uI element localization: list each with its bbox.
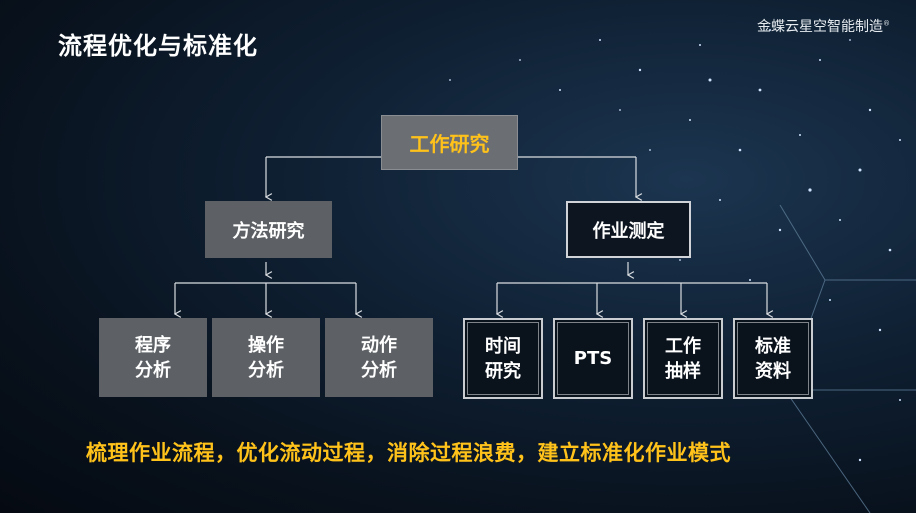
node-line-2: 分析 bbox=[135, 359, 171, 381]
node-motion-analysis: 动作分析 bbox=[325, 318, 433, 397]
node-line-1: 程序 bbox=[135, 334, 171, 356]
node-time-study: 时间研究 bbox=[463, 318, 543, 399]
node-line-2: 分析 bbox=[361, 359, 397, 381]
node-work-sampling: 工作抽样 bbox=[643, 318, 723, 399]
node-line-1: PTS bbox=[573, 348, 613, 369]
node-method-study: 方法研究 bbox=[205, 201, 332, 258]
node-line-1: 时间 bbox=[485, 335, 521, 357]
page-title: 流程优化与标准化 bbox=[58, 32, 258, 60]
node-pts: PTS bbox=[553, 318, 633, 399]
registered-mark: ® bbox=[883, 19, 890, 28]
node-process-analysis: 程序分析 bbox=[99, 318, 207, 397]
node-line-1: 标准 bbox=[755, 335, 791, 357]
node-work-study: 工作研究 bbox=[381, 115, 518, 170]
node-standard-data: 标准资料 bbox=[733, 318, 813, 399]
node-line-1: 动作 bbox=[361, 334, 397, 356]
node-line-1: 操作 bbox=[248, 334, 284, 356]
node-line-2: 资料 bbox=[755, 360, 791, 382]
node-operation-analysis: 操作分析 bbox=[212, 318, 320, 397]
node-line-2: 研究 bbox=[485, 360, 521, 382]
node-work-measurement: 作业测定 bbox=[566, 201, 691, 258]
node-line-1: 工作 bbox=[665, 335, 701, 357]
brand-name: 金蝶云星空智能制造 bbox=[757, 19, 883, 35]
node-line-2: 分析 bbox=[248, 359, 284, 381]
brand-logo: 金蝶云星空智能制造® bbox=[757, 16, 890, 36]
slogan-text: 梳理作业流程，优化流动过程，消除过程浪费，建立标准化作业模式 bbox=[86, 441, 731, 465]
node-line-2: 抽样 bbox=[665, 360, 701, 382]
